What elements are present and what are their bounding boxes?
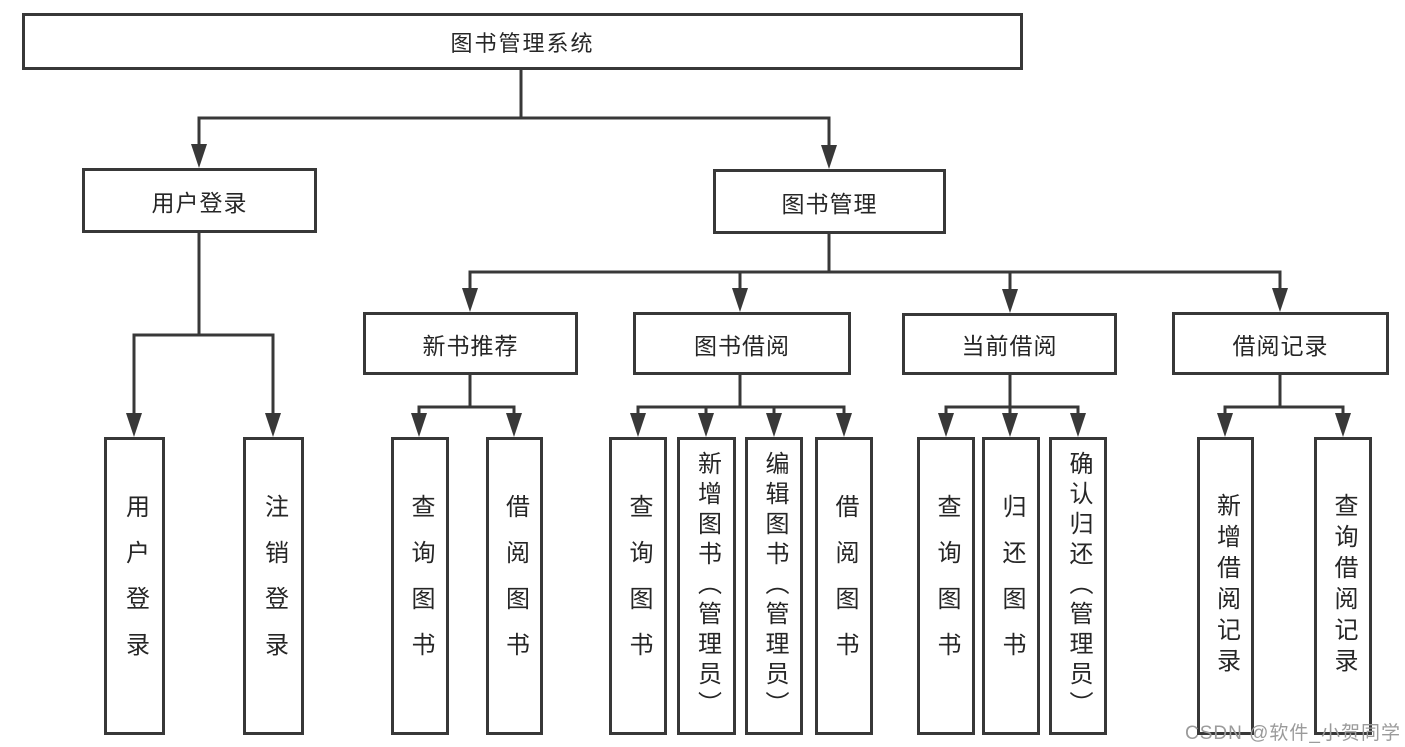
node-borrow-records: 借阅记录 [1172,312,1389,375]
leaf-bookborrow-borrow: 借阅图书 [815,437,873,735]
node-root: 图书管理系统 [22,13,1023,70]
leaf-bookborrow-edit-admin: 编辑图书（管理员） [745,437,803,735]
leaf-current-return: 归还图书 [982,437,1040,735]
leaf-user-login: 用户登录 [104,437,165,735]
leaf-logout: 注销登录 [243,437,304,735]
leaf-bookborrow-add-admin: 新增图书（管理员） [677,437,736,735]
arrowheads [126,144,1351,437]
leaf-newbook-borrow: 借阅图书 [486,437,543,735]
node-new-book-recommend: 新书推荐 [363,312,578,375]
leaf-current-query: 查询图书 [917,437,975,735]
watermark: CSDN @软件_小贺同学 [1185,723,1401,744]
node-current-borrow: 当前借阅 [902,313,1117,375]
node-book-borrow: 图书借阅 [633,312,851,375]
leaf-records-add: 新增借阅记录 [1197,437,1254,735]
leaf-newbook-query: 查询图书 [391,437,449,735]
node-book-management: 图书管理 [713,169,946,234]
leaf-records-query: 查询借阅记录 [1314,437,1372,735]
node-user-login: 用户登录 [82,168,317,233]
leaf-bookborrow-query: 查询图书 [609,437,667,735]
leaf-current-confirm-admin: 确认归还（管理员） [1049,437,1107,735]
